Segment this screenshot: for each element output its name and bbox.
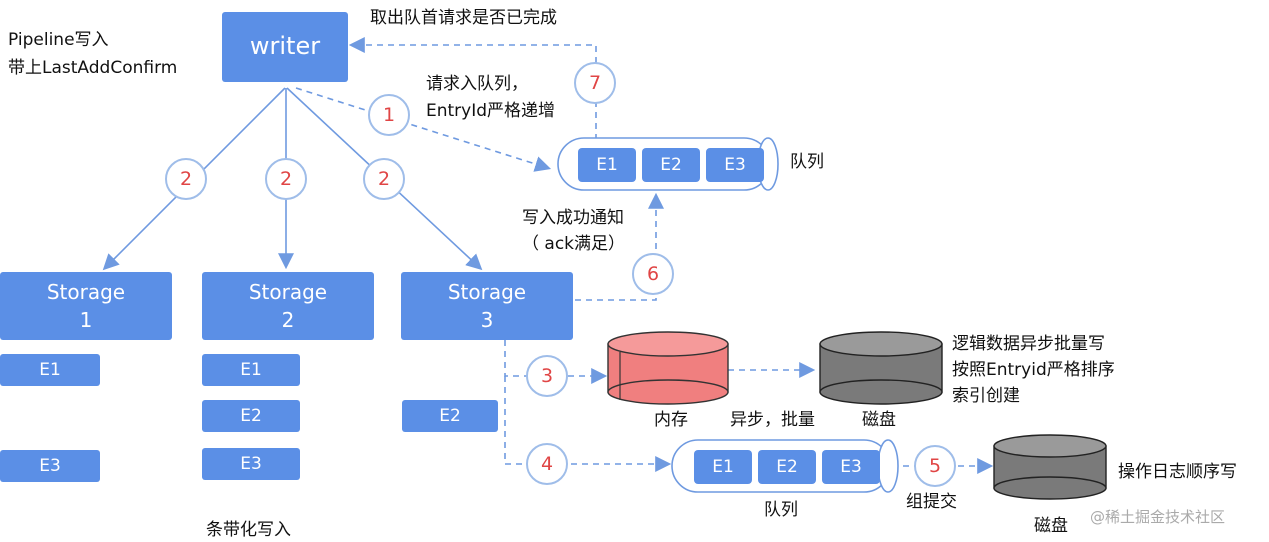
upper-queue-entry-e3: E3: [706, 148, 764, 182]
logical-label-line1: 逻辑数据异步批量写: [952, 334, 1105, 354]
storage-2-entry-e3: E3: [202, 448, 300, 480]
disk-label-lower: 磁盘: [1034, 516, 1068, 536]
async-label: 异步，批量: [730, 410, 815, 430]
enqueue-label-line2: EntryId严格递增: [426, 101, 556, 121]
step-2c-circle: 2: [363, 158, 405, 200]
disk-cylinder-lower: [993, 434, 1107, 500]
logical-label-line3: 索引创建: [952, 386, 1020, 406]
storage3-ack-arrow: [575, 192, 664, 301]
step-6-circle: 6: [632, 253, 674, 295]
lower-queue-label: 队列: [764, 500, 798, 520]
logical-label-line2: 按照Entryid严格排序: [952, 360, 1115, 380]
storage-2-entry-e1: E1: [202, 354, 300, 386]
step-7-circle: 7: [574, 62, 616, 104]
step-2a-circle: 2: [165, 158, 207, 200]
storage-1-num: 1: [79, 308, 93, 332]
storage-3-name: Storage: [447, 280, 527, 304]
step-1-circle: 1: [368, 94, 410, 136]
upper-queue-label: 队列: [790, 152, 824, 172]
step-2b-circle: 2: [265, 158, 307, 200]
disk-label-upper: 磁盘: [862, 410, 896, 430]
storage-3-num: 3: [480, 308, 494, 332]
step-4-circle: 4: [526, 443, 568, 485]
writer-to-queue-arrow: [295, 87, 552, 172]
upper-queue-entry-e2: E2: [642, 148, 700, 182]
step-5-circle: 5: [914, 445, 956, 487]
watermark: @稀土掘金技术社区: [1090, 508, 1226, 526]
storage-1-entry-e3: E3: [0, 450, 100, 482]
lower-queue-entry-e3: E3: [822, 450, 880, 484]
storage-1-box: Storage 1: [0, 272, 172, 340]
storage-2-name: Storage: [248, 280, 328, 304]
upper-queue-entry-e1: E1: [578, 148, 636, 182]
group-commit-label: 组提交: [906, 492, 957, 512]
queue-to-writer-arrow: [348, 37, 597, 140]
ack-label-line1: 写入成功通知: [522, 208, 624, 228]
storage-1-entry-e1: E1: [0, 354, 100, 386]
storage-2-entry-e2: E2: [202, 400, 300, 432]
lower-queue-entry-e2: E2: [758, 450, 816, 484]
oplog-label: 操作日志顺序写: [1118, 462, 1237, 482]
storage-3-box: Storage 3: [401, 272, 573, 340]
enqueue-label-line1: 请求入队列，: [426, 74, 528, 94]
disk-cylinder-upper: [819, 331, 943, 405]
storage-2-box: Storage 2: [202, 272, 374, 340]
memory-cylinder: [607, 331, 729, 405]
ack-label-line2: （ ack满足）: [522, 234, 626, 254]
top-label: 取出队首请求是否已完成: [370, 8, 557, 28]
storage3-to-queue2-arrow: [504, 376, 672, 472]
storage-2-num: 2: [281, 308, 295, 332]
storage-1-name: Storage: [46, 280, 126, 304]
pipeline-label-line2: 带上LastAddConfirm: [8, 58, 178, 78]
striping-label: 条带化写入: [206, 520, 291, 540]
pipeline-label-line1: Pipeline写入: [8, 30, 109, 50]
memory-label: 内存: [654, 410, 688, 430]
step-3-circle: 3: [526, 355, 568, 397]
writer-box: writer: [222, 12, 348, 82]
writer-label: writer: [249, 32, 321, 60]
storage-3-entry-e2: E2: [402, 400, 498, 432]
lower-queue-entry-e1: E1: [694, 450, 752, 484]
